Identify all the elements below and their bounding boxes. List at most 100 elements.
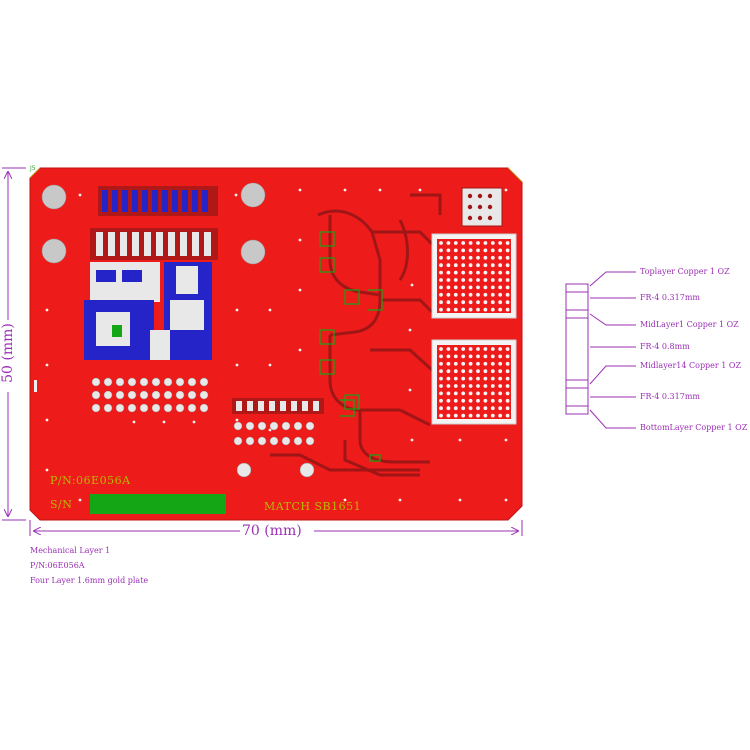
stackup-layer-2: FR-4 0.317mm: [640, 293, 700, 302]
bga-pad: [446, 413, 451, 418]
bga-pad: [483, 384, 488, 388]
bga-array-top: [431, 233, 517, 319]
bga-pad: [476, 354, 480, 359]
bga-pad: [461, 369, 466, 374]
model-silkscreen: MATCH SB1651: [264, 500, 362, 513]
bga-pad: [498, 292, 503, 297]
bga-pad: [439, 300, 443, 305]
bga-pad: [490, 255, 495, 260]
width-dimension: [29, 520, 523, 536]
bga-pad: [439, 241, 443, 245]
bga-pad: [505, 263, 510, 268]
bga-pad: [468, 278, 473, 282]
bga-pad: [490, 300, 495, 305]
bga-pad: [453, 347, 458, 351]
bga-pad: [498, 300, 503, 305]
bga-pad: [453, 354, 458, 359]
bga-pad: [461, 285, 466, 290]
bga-pad: [476, 278, 480, 282]
bga-pad: [490, 376, 495, 381]
bga-pad: [490, 248, 495, 253]
bga-pad: [483, 278, 488, 282]
bga-array-bottom: [431, 339, 517, 425]
bga-pad: [505, 391, 510, 396]
bga-pad: [505, 376, 510, 381]
bga-pad: [483, 270, 488, 275]
note-mechanical-layer: Mechanical Layer 1: [30, 546, 111, 555]
bga-pad: [461, 300, 466, 305]
bga-pad: [461, 384, 466, 388]
bga-pad: [468, 384, 473, 388]
bga-pad: [483, 300, 488, 305]
bga-pad: [439, 369, 443, 374]
bga-pad: [483, 307, 488, 312]
bga-pad: [461, 307, 466, 312]
bga-pad: [468, 255, 473, 260]
bga-pad: [476, 413, 480, 418]
middle-connector: [232, 398, 324, 478]
bga-pad: [468, 241, 473, 245]
bga-pad: [439, 292, 443, 297]
bga-pad: [505, 347, 510, 351]
serial-number-block: [90, 494, 226, 514]
bga-pad: [505, 384, 510, 388]
bga-pad: [461, 361, 466, 366]
bga-pad: [453, 292, 458, 297]
bga-pad: [483, 413, 488, 418]
stackup-layer-5: Midlayer14 Copper 1 OZ: [640, 361, 742, 370]
bga-pad: [468, 347, 473, 351]
bga-pad: [461, 406, 466, 411]
bga-pad: [505, 413, 510, 418]
bga-pad: [446, 263, 451, 268]
bga-pad: [505, 270, 510, 275]
bga-pad: [468, 391, 473, 396]
bga-pad: [490, 347, 495, 351]
bga-pad: [453, 255, 458, 260]
bga-pad: [490, 354, 495, 359]
bga-pad: [439, 406, 443, 411]
bga-pad: [446, 255, 451, 260]
bga-pads-top: [439, 241, 510, 312]
bga-pad: [453, 361, 458, 366]
bga-pad: [490, 285, 495, 290]
bga-pad: [439, 398, 443, 403]
bga-pad: [505, 361, 510, 366]
stackup-layer-3: MidLayer1 Copper 1 OZ: [640, 320, 739, 329]
bga-pad: [461, 398, 466, 403]
bga-pad: [498, 248, 503, 253]
bga-pad: [490, 384, 495, 388]
bga-pad: [461, 263, 466, 268]
stackup-layer-6: FR-4 0.317mm: [640, 392, 700, 401]
bga-pad: [468, 413, 473, 418]
bga-pads-bottom: [439, 347, 510, 418]
bga-pad: [439, 384, 443, 388]
bga-pad: [498, 347, 503, 351]
note-part-number: P/N:06E056A: [30, 561, 85, 570]
bga-pad: [505, 369, 510, 374]
bga-pad: [505, 241, 510, 245]
bga-pad: [490, 369, 495, 374]
bga-pad: [476, 406, 480, 411]
bga-pad: [490, 278, 495, 282]
bga-pad: [476, 255, 480, 260]
bga-pad: [468, 369, 473, 374]
bga-pad: [490, 270, 495, 275]
bga-pad: [453, 278, 458, 282]
bga-pad: [453, 384, 458, 388]
bga-pad: [446, 361, 451, 366]
bga-pad: [461, 376, 466, 381]
bga-pad: [446, 241, 451, 245]
bga-pad: [468, 292, 473, 297]
bga-pad: [483, 248, 488, 253]
bga-pad: [446, 354, 451, 359]
bga-pad: [446, 384, 451, 388]
bga-pad: [453, 376, 458, 381]
bga-pad: [453, 300, 458, 305]
serial-label-silkscreen: S/N: [50, 498, 73, 511]
top-right-connector: [461, 187, 503, 227]
bga-pad: [461, 255, 466, 260]
edge-slot: [34, 380, 37, 392]
bga-pad: [498, 241, 503, 245]
bga-pad: [483, 241, 488, 245]
